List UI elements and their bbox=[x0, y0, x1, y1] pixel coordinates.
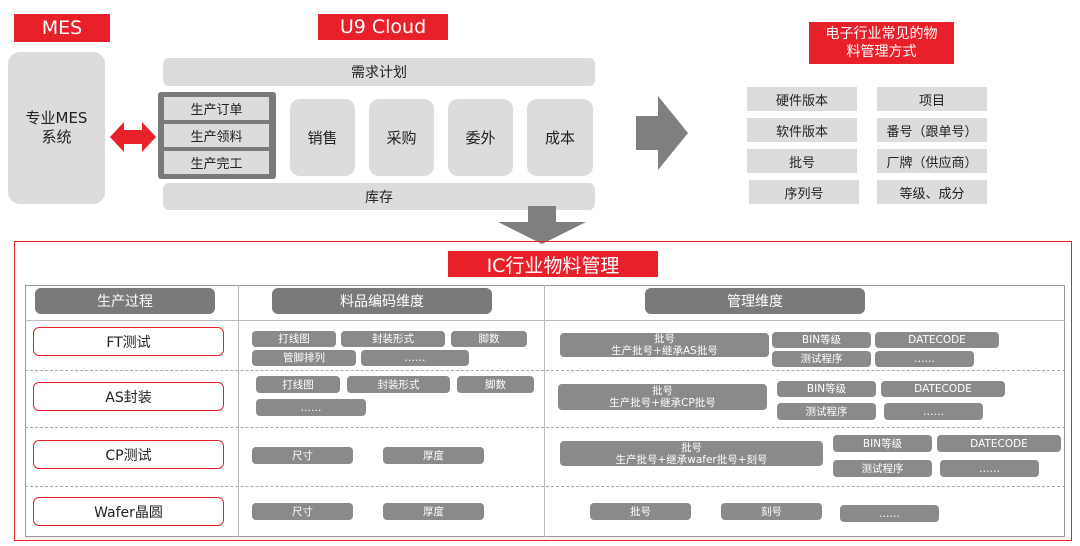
col-divider-1 bbox=[238, 285, 239, 537]
right-item-batch: 批号 bbox=[747, 149, 857, 173]
coding-chip: 管脚排列 bbox=[252, 350, 356, 366]
demand-plan-bar: 需求计划 bbox=[163, 58, 595, 86]
right-item-sw-version: 软件版本 bbox=[747, 118, 857, 142]
process-ft-test: FT测试 bbox=[33, 327, 224, 356]
header-management: 管理维度 bbox=[645, 288, 865, 314]
mgmt-chip: 测试程序 bbox=[772, 351, 871, 367]
module-outsourcing: 委外 bbox=[448, 99, 513, 176]
coding-chip: 厚度 bbox=[383, 503, 484, 520]
mgmt-chip: …… bbox=[940, 460, 1039, 477]
header-process: 生产过程 bbox=[35, 288, 215, 314]
ic-title: IC行业物料管理 bbox=[448, 251, 658, 277]
row-divider-header bbox=[25, 320, 1065, 321]
down-arrow-icon bbox=[498, 206, 586, 244]
process-wafer: Wafer晶圆 bbox=[33, 497, 224, 526]
process-as-packaging: AS封装 bbox=[33, 382, 224, 411]
coding-chip: 打线图 bbox=[252, 331, 336, 347]
prod-pick-box: 生产领料 bbox=[164, 124, 269, 147]
batch-chip: 批号 生产批号+继承wafer批号+刻号 bbox=[560, 441, 823, 466]
right-item-tracking-no: 番号（跟单号） bbox=[877, 118, 987, 142]
coding-chip: 尺寸 bbox=[252, 503, 353, 520]
u9-cloud-tag: U9 Cloud bbox=[318, 14, 448, 40]
table-outer bbox=[25, 285, 1065, 537]
batch-chip: 批号 生产批号+继承CP批号 bbox=[558, 384, 767, 410]
module-purchase: 采购 bbox=[369, 99, 434, 176]
coding-chip: 脚数 bbox=[451, 331, 527, 347]
coding-chip: 封装形式 bbox=[347, 376, 450, 393]
prod-order-box: 生产订单 bbox=[164, 97, 269, 120]
row-divider-2 bbox=[25, 427, 1065, 428]
mes-system-box: 专业MES 系统 bbox=[8, 52, 105, 204]
right-item-brand: 厂牌（供应商） bbox=[877, 149, 987, 173]
prod-finish-box: 生产完工 bbox=[164, 151, 269, 174]
coding-chip: 脚数 bbox=[457, 376, 534, 393]
mgmt-chip: DATECODE bbox=[875, 332, 999, 348]
right-item-serial: 序列号 bbox=[749, 180, 859, 204]
ic-frame bbox=[14, 241, 1072, 541]
col-divider-2 bbox=[544, 285, 545, 537]
inventory-bar: 库存 bbox=[163, 183, 595, 210]
coding-chip: 厚度 bbox=[383, 447, 484, 464]
mgmt-chip: BIN等级 bbox=[777, 381, 876, 397]
module-cost: 成本 bbox=[527, 99, 593, 176]
mgmt-chip: DATECODE bbox=[937, 435, 1061, 452]
coding-chip: 尺寸 bbox=[252, 447, 353, 464]
mgmt-chip: BIN等级 bbox=[772, 332, 871, 348]
mgmt-chip: 测试程序 bbox=[777, 403, 876, 420]
right-item-project: 项目 bbox=[877, 87, 987, 111]
mgmt-chip: 批号 bbox=[590, 503, 691, 520]
module-sales: 销售 bbox=[290, 99, 355, 176]
header-coding: 料品编码维度 bbox=[272, 288, 492, 314]
mgmt-chip: 刻号 bbox=[721, 503, 822, 520]
mgmt-chip: DATECODE bbox=[881, 381, 1005, 397]
process-cp-test: CP测试 bbox=[33, 440, 224, 469]
mgmt-chip: BIN等级 bbox=[833, 435, 932, 452]
electronics-title: 电子行业常见的物 料管理方式 bbox=[809, 22, 954, 64]
row-divider-1 bbox=[25, 370, 1065, 371]
right-arrow-icon bbox=[636, 96, 688, 170]
coding-chip: …… bbox=[361, 350, 469, 366]
double-arrow-icon bbox=[110, 122, 156, 152]
row-divider-3 bbox=[25, 486, 1065, 487]
mgmt-chip: …… bbox=[875, 351, 974, 367]
coding-chip: …… bbox=[256, 399, 366, 416]
mgmt-chip: …… bbox=[840, 505, 939, 522]
coding-chip: 打线图 bbox=[256, 376, 340, 393]
mgmt-chip: 测试程序 bbox=[833, 460, 932, 477]
right-item-hw-version: 硬件版本 bbox=[747, 87, 857, 111]
coding-chip: 封装形式 bbox=[341, 331, 445, 347]
batch-chip: 批号 生产批号+继承AS批号 bbox=[560, 333, 769, 357]
mgmt-chip: …… bbox=[884, 403, 983, 420]
mes-tag: MES bbox=[14, 14, 110, 42]
right-item-grade: 等级、成分 bbox=[877, 180, 987, 204]
